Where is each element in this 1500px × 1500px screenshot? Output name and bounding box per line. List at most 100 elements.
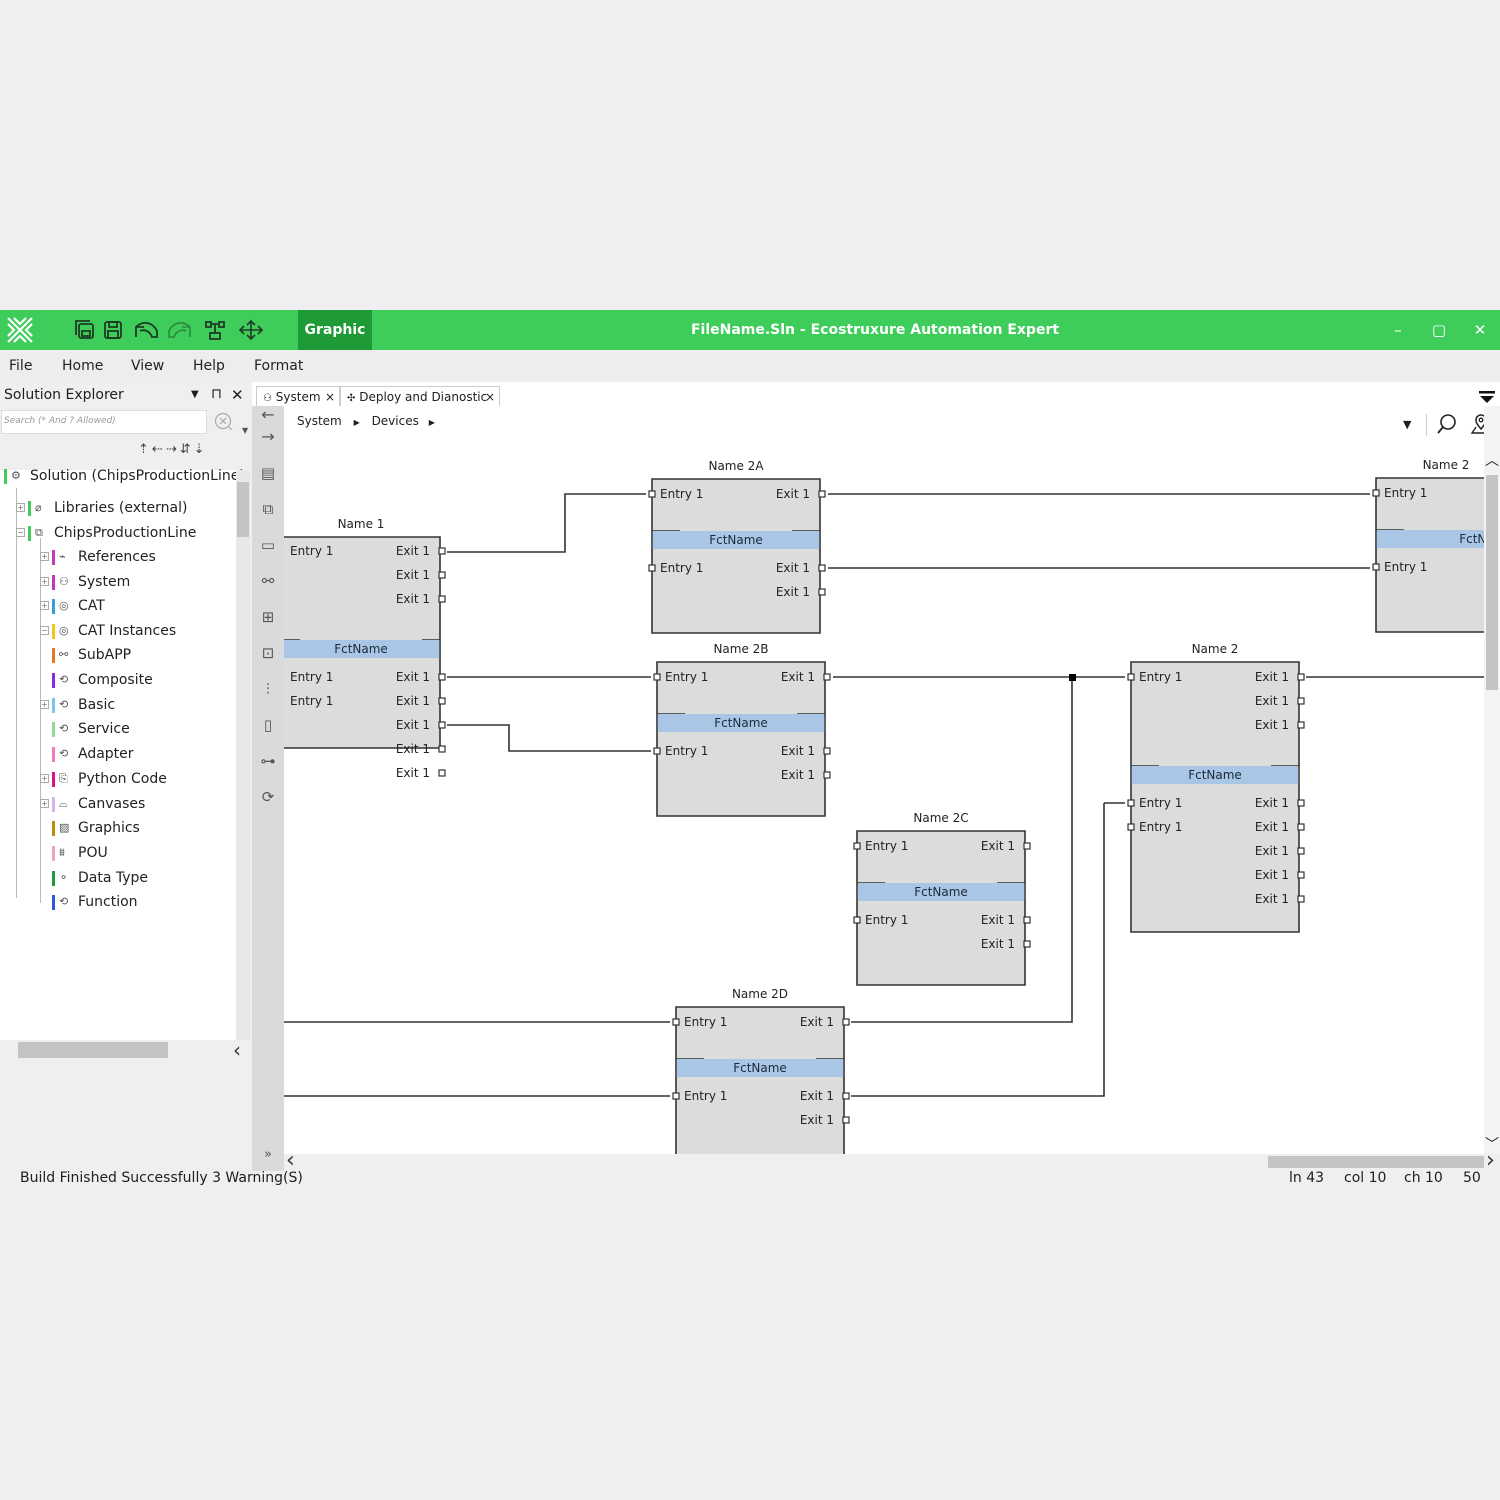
- system-icon[interactable]: [204, 319, 226, 341]
- input-port[interactable]: [653, 673, 661, 681]
- output-port[interactable]: [438, 595, 446, 603]
- output-port[interactable]: [823, 771, 831, 779]
- output-port[interactable]: [823, 747, 831, 755]
- input-port[interactable]: [653, 747, 661, 755]
- tree-vertical-scrollbar[interactable]: [236, 470, 250, 1040]
- save-icon[interactable]: [102, 319, 124, 341]
- input-port[interactable]: [853, 916, 861, 924]
- junction-node[interactable]: [1069, 674, 1076, 681]
- input-port[interactable]: [1372, 489, 1380, 497]
- search-icon[interactable]: [1436, 413, 1458, 435]
- output-port[interactable]: [1297, 721, 1305, 729]
- expand-icon[interactable]: +: [40, 774, 49, 783]
- tree-item-references[interactable]: ⌁References: [52, 545, 236, 569]
- output-port[interactable]: [842, 1018, 850, 1026]
- back-arrow-icon[interactable]: ←: [261, 405, 275, 424]
- output-port[interactable]: [1297, 847, 1305, 855]
- tree-item-data-type[interactable]: ⚬Data Type: [52, 866, 236, 890]
- input-port[interactable]: [672, 1092, 680, 1100]
- tree-item-canvases[interactable]: ⌓Canvases: [52, 792, 236, 816]
- tree-item-cat-instances[interactable]: ◎CAT Instances: [52, 619, 236, 643]
- output-port[interactable]: [1023, 916, 1031, 924]
- output-port[interactable]: [842, 1116, 850, 1124]
- connection-wire[interactable]: [851, 803, 1105, 1097]
- filter-icon[interactable]: [1478, 390, 1496, 404]
- hierarchy-icon[interactable]: ⧉: [262, 500, 274, 518]
- input-port[interactable]: [1127, 799, 1135, 807]
- expand-icon[interactable]: +: [40, 577, 49, 586]
- connection-wire[interactable]: [851, 677, 1073, 1023]
- output-port[interactable]: [823, 673, 831, 681]
- output-port[interactable]: [438, 673, 446, 681]
- input-port[interactable]: [1127, 823, 1135, 831]
- connection-wire[interactable]: [447, 724, 651, 752]
- tab-close-icon[interactable]: ×: [484, 390, 495, 404]
- sort-down-icon[interactable]: ⇣: [193, 442, 208, 457]
- breadcrumb-system[interactable]: System: [297, 414, 342, 428]
- collapse-panel-icon[interactable]: ‹: [233, 1038, 241, 1062]
- collapse-icon[interactable]: −: [40, 626, 49, 635]
- output-port[interactable]: [438, 571, 446, 579]
- tab-system[interactable]: ⚇ System ×: [256, 386, 340, 408]
- sync-icon[interactable]: ⟳: [261, 788, 275, 806]
- panel-close-icon[interactable]: ✕: [231, 386, 244, 404]
- tree-horizontal-scrollbar-thumb[interactable]: [18, 1042, 168, 1058]
- close-button[interactable]: ✕: [1473, 321, 1487, 339]
- tree-item-service[interactable]: ⟲Service: [52, 717, 236, 741]
- search-input[interactable]: Search (* And ? Allowed): [1, 410, 207, 434]
- output-port[interactable]: [1297, 823, 1305, 831]
- tree-item-adapter[interactable]: ⟲Adapter: [52, 742, 236, 766]
- canvas-horizontal-scrollbar-thumb[interactable]: [1268, 1156, 1484, 1168]
- move-left-icon[interactable]: ⇠: [151, 442, 166, 457]
- tab-close-icon[interactable]: ×: [324, 390, 335, 404]
- collapse-up-icon[interactable]: ⇡: [138, 442, 152, 457]
- canvas-horizontal-scrollbar[interactable]: [284, 1154, 1500, 1170]
- mapping-icon[interactable]: ⊡: [261, 644, 275, 662]
- search-options-dropdown-icon[interactable]: ▼: [242, 426, 249, 435]
- device-icon[interactable]: ▭: [260, 536, 276, 554]
- menu-file[interactable]: File: [9, 358, 33, 374]
- expand-icon[interactable]: +: [40, 552, 49, 561]
- tree-item-subapp[interactable]: ⚯SubAPP: [52, 643, 236, 667]
- script-icon[interactable]: ▯: [263, 716, 273, 734]
- output-port[interactable]: [818, 490, 826, 498]
- output-port[interactable]: [1023, 842, 1031, 850]
- expand-icon[interactable]: +: [40, 700, 49, 709]
- connection-wire[interactable]: [447, 493, 646, 553]
- expand-icon[interactable]: +: [40, 799, 49, 808]
- scroll-left-icon[interactable]: ‹: [286, 1148, 295, 1173]
- expand-icon[interactable]: +: [40, 601, 49, 610]
- tree-item-function[interactable]: ⟲Function: [52, 890, 236, 914]
- scroll-up-icon[interactable]: ︿: [1485, 453, 1499, 469]
- expand-all-icon[interactable]: ⇵: [179, 442, 194, 457]
- redo-icon[interactable]: [166, 319, 194, 341]
- collapse-icon[interactable]: −: [16, 528, 25, 537]
- pin-icon[interactable]: ⊓: [211, 386, 222, 402]
- chip-icon[interactable]: ⊞: [261, 608, 275, 626]
- minimize-button[interactable]: –: [1394, 321, 1402, 339]
- output-port[interactable]: [438, 769, 446, 777]
- panel-menu-dropdown-icon[interactable]: ▼: [191, 389, 199, 400]
- tree-item-graphics[interactable]: ▨Graphics: [52, 816, 236, 840]
- output-port[interactable]: [818, 588, 826, 596]
- output-port[interactable]: [1023, 940, 1031, 948]
- tree-item-system[interactable]: ⚇System: [52, 570, 236, 594]
- canvas-vertical-scrollbar-thumb[interactable]: [1486, 475, 1498, 690]
- properties-icon[interactable]: ▤: [260, 464, 276, 482]
- breadcrumb-devices[interactable]: Devices: [371, 414, 419, 428]
- menu-format[interactable]: Format: [254, 358, 304, 374]
- tab-deploy-and-diagnostic[interactable]: ✣ Deploy and Dianostic ×: [340, 386, 500, 408]
- deploy-icon[interactable]: [238, 319, 264, 341]
- output-port[interactable]: [438, 547, 446, 555]
- output-port[interactable]: [1297, 673, 1305, 681]
- input-port[interactable]: [1127, 673, 1135, 681]
- parameters-icon[interactable]: ⫶: [266, 680, 270, 698]
- tree-item-solution-chipsproductionline[interactable]: ⚙Solution (ChipsProductionLine): [4, 464, 245, 488]
